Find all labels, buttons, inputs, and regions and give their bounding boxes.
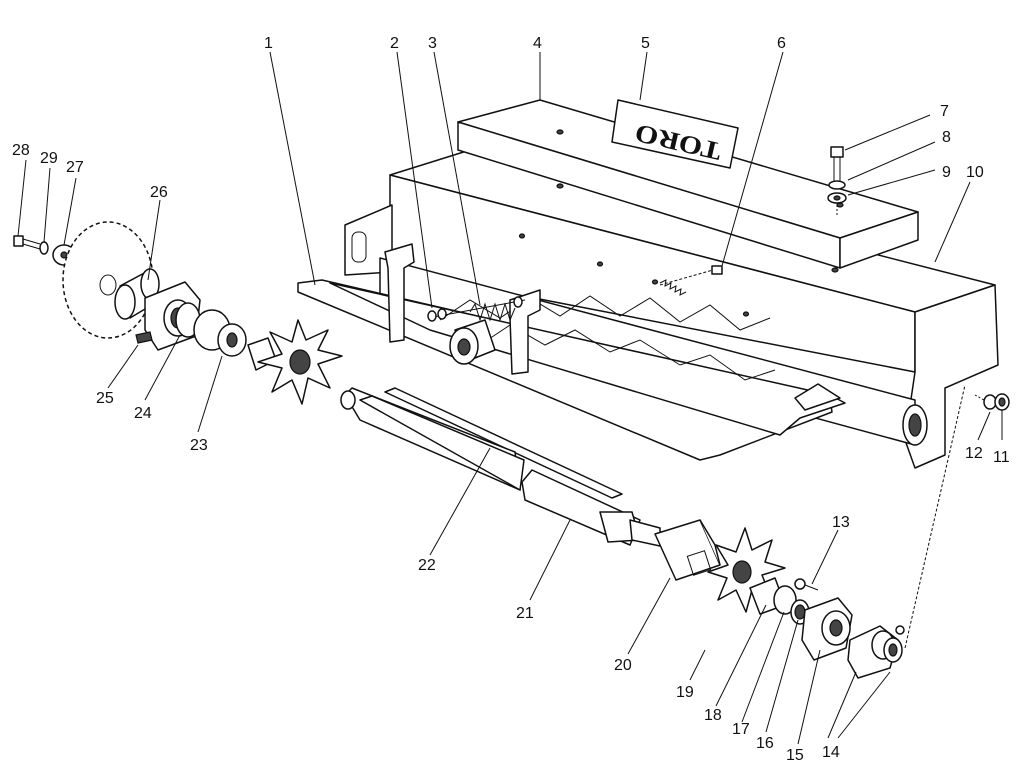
bolt-stack xyxy=(827,146,847,215)
callout-15: 15 xyxy=(786,747,804,764)
callout-27: 27 xyxy=(66,159,84,176)
callout-3: 3 xyxy=(428,35,437,52)
callout-2: 2 xyxy=(390,35,399,52)
callout-24: 24 xyxy=(134,405,152,422)
carriage-bolt xyxy=(659,265,723,296)
callout-11: 11 xyxy=(993,449,1010,466)
callout-7: 7 xyxy=(940,103,949,120)
end-nut xyxy=(974,393,1010,411)
callout-29: 29 xyxy=(40,150,58,167)
callout-labels: 1 2 3 4 5 6 7 8 9 10 11 12 13 14 15 16 1… xyxy=(12,35,1010,764)
callout-20: 20 xyxy=(614,657,632,674)
callout-22: 22 xyxy=(418,557,436,574)
callout-12: 12 xyxy=(965,445,983,462)
callout-25: 25 xyxy=(96,390,114,407)
left-hardware xyxy=(13,221,343,405)
top-weight-bar xyxy=(457,99,919,269)
callout-17: 17 xyxy=(732,721,750,738)
callout-19: 19 xyxy=(676,684,694,701)
brush-strip xyxy=(297,279,846,461)
callout-23: 23 xyxy=(190,437,208,454)
callout-5: 5 xyxy=(641,35,650,52)
callout-21: 21 xyxy=(516,605,534,622)
callout-6: 6 xyxy=(777,35,786,52)
callout-13: 13 xyxy=(832,514,850,531)
callout-14: 14 xyxy=(822,744,840,761)
mounting-brackets xyxy=(384,243,541,375)
callout-18: 18 xyxy=(704,707,722,724)
right-hardware xyxy=(749,384,966,679)
callout-8: 8 xyxy=(942,129,951,146)
pivot-wheel xyxy=(449,319,496,365)
callout-16: 16 xyxy=(756,735,774,752)
callout-9: 9 xyxy=(942,164,951,181)
callout-1: 1 xyxy=(264,35,273,52)
leader-lines xyxy=(17,51,1003,745)
shaft-assembly xyxy=(340,387,661,547)
callout-10: 10 xyxy=(966,164,984,181)
callout-28: 28 xyxy=(12,142,30,159)
callout-26: 26 xyxy=(150,184,168,201)
square-coupler xyxy=(654,519,721,581)
spring-assembly xyxy=(427,296,526,322)
callout-4: 4 xyxy=(533,35,542,52)
